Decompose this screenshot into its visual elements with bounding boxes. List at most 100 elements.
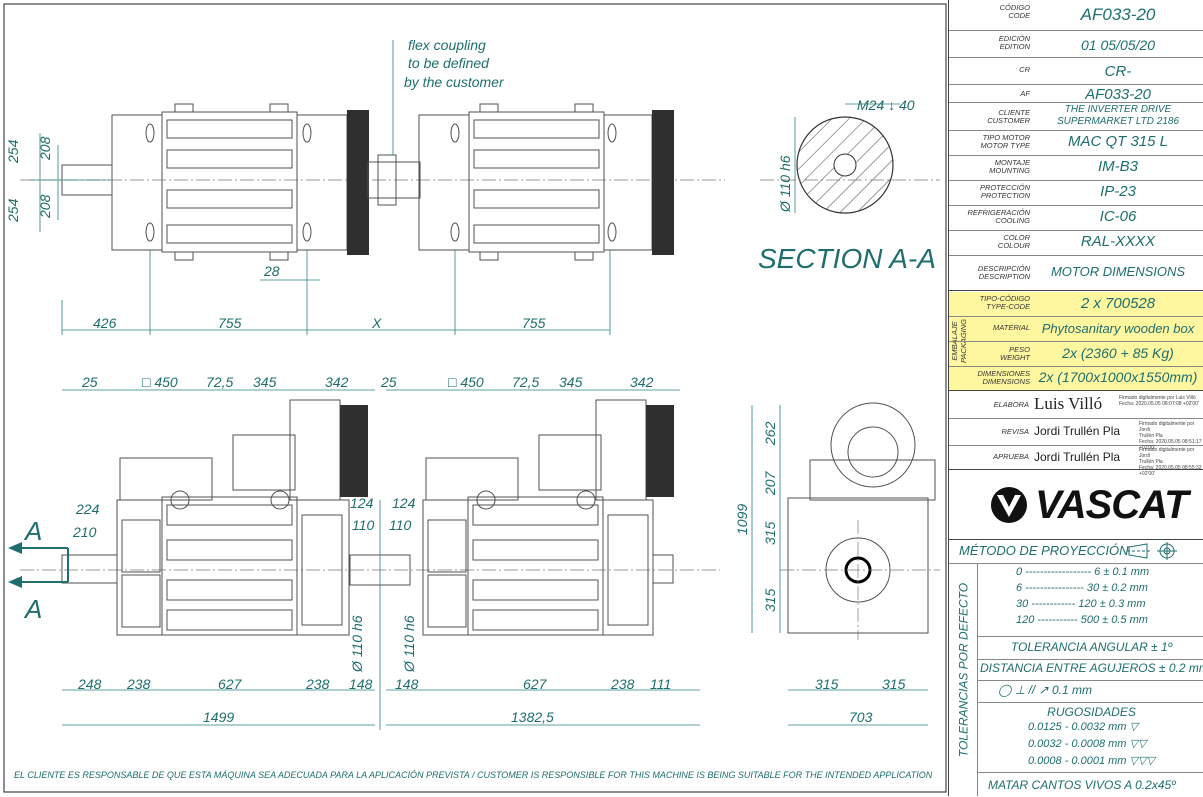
matar-row: MATAR CANTOS VIVOS A 0.2x45º	[978, 772, 1203, 797]
logo-block: VASCAT	[949, 471, 1203, 540]
rug-line-3: 0.0008 - 0.0001 mm ▽▽▽	[1028, 755, 1155, 767]
section-a-a-view	[760, 103, 940, 214]
front-view-motor-right	[386, 389, 700, 726]
af-label: AF	[1020, 89, 1030, 98]
af-value: AF033-20	[1085, 86, 1151, 103]
montaje-value: IM-B3	[1097, 158, 1138, 175]
row-material: MATERIAL Phytosanitary wooden box	[949, 316, 1203, 342]
revisa-label: REVISA	[1001, 427, 1029, 436]
dim-208-a: 208	[37, 136, 53, 161]
dimensiones-value: 2x (1700x1000x1550mm)	[1038, 369, 1198, 385]
dim-side-207: 207	[762, 470, 778, 496]
tol-vertical-label: TOLERANCIAS POR DEFECTO	[956, 582, 971, 758]
tol-angular-row: TOLERANCIA ANGULAR ± 1º	[978, 636, 1203, 660]
dim-bottom-148-b: 148	[395, 676, 419, 692]
projection-row: MÉTODO DE PROYECCIÓN	[949, 539, 1203, 564]
tol-line-3: 30 ------------ 120 ± 0.3 mm	[1016, 598, 1146, 610]
dim-bottom-111: 111	[650, 676, 671, 692]
dim-front-342-b: 342	[630, 374, 654, 390]
tolerance-table: 0 ------------------ 6 ± 0.1 mm 6 ------…	[977, 563, 1203, 796]
tol-line-1: 0 ------------------ 6 ± 0.1 mm	[1016, 566, 1150, 578]
section-shaft-dia: Ø 110 h6	[777, 155, 793, 213]
dim-side-315-b: 315	[762, 588, 778, 612]
tol-holes-row: DISTANCIA ENTRE AGUJEROS ± 0.2 mm	[978, 658, 1203, 681]
tipocod-value: 2 x 700528	[1080, 295, 1156, 312]
tol-line-4: 120 ----------- 500 ± 0.5 mm	[1016, 614, 1148, 626]
dim-front-345-b: 345	[559, 374, 583, 390]
dim-208-b: 208	[37, 194, 53, 219]
tol-line-2: 6 ---------------- 30 ± 0.2 mm	[1016, 582, 1148, 594]
coupling-note-line1: flex coupling	[408, 37, 486, 53]
coupling-note-line3: by the customer	[404, 74, 505, 90]
top-view-motor-left	[20, 103, 725, 261]
dim-bottom-238-b: 238	[305, 676, 330, 692]
refrig-value: IC-06	[1099, 208, 1137, 225]
dim-front-shaft-b: Ø 110 h6	[401, 615, 417, 673]
dim-front-25-a: 25	[81, 374, 98, 390]
dim-bottom-148-a: 148	[349, 676, 373, 692]
dim-426: 426	[93, 315, 117, 331]
matar-cantos: MATAR CANTOS VIVOS A 0.2x45º	[988, 778, 1176, 792]
section-letter-top: A	[23, 516, 42, 546]
dim-side-703: 703	[849, 709, 873, 725]
dim-254-a: 254	[5, 139, 21, 164]
dim-side-262: 262	[762, 421, 778, 446]
cr-value: CR-	[1104, 63, 1132, 80]
edicion-value: 01 05/05/20	[1081, 37, 1155, 53]
dim-front-25-b: 25	[380, 374, 397, 390]
cr-label: CR	[1019, 65, 1030, 74]
section-arrows	[8, 542, 69, 588]
rug-line-2: 0.0032 - 0.0008 mm ▽▽	[1028, 738, 1147, 750]
proteccion-value: IP-23	[1100, 183, 1136, 200]
dim-front-342-a: 342	[325, 374, 349, 390]
tol-geom-row: ◯ ⊥ // ↗ 0.1 mm	[978, 680, 1203, 703]
section-thread: M24 ↓ 40	[857, 97, 915, 113]
dim-front-124-b: 124	[392, 495, 416, 511]
dim-front-345-a: 345	[253, 374, 277, 390]
revisa-name: Jordi Trullén Pla	[1034, 424, 1121, 438]
dim-side-bottom-315-a: 315	[815, 676, 839, 692]
top-view-dim-lines	[30, 133, 611, 335]
codigo-value: AF033-20	[1080, 5, 1156, 24]
dim-front-110-a: 110	[352, 517, 375, 533]
dim-x: X	[371, 315, 382, 331]
dim-28: 28	[263, 263, 280, 279]
top-view-motor-right	[418, 103, 674, 261]
material-value: Phytosanitary wooden box	[1041, 321, 1195, 336]
dim-bottom-238-c: 238	[610, 676, 635, 692]
dim-755-b: 755	[522, 315, 546, 331]
color-value: RAL-XXXX	[1080, 233, 1156, 250]
dim-side-bottom-315-b: 315	[882, 676, 906, 692]
dim-755-a: 755	[218, 315, 242, 331]
dim-254-b: 254	[5, 198, 21, 223]
dim-front-shaft-a: Ø 110 h6	[349, 615, 365, 673]
dim-front-124-a: 124	[350, 495, 374, 511]
row-elabora: ELABORA Luis Villó Firmado digitalmente …	[949, 391, 1203, 419]
drawing-border	[3, 3, 947, 793]
fan-grille-left	[347, 110, 369, 255]
section-letter-bottom: A	[23, 594, 42, 624]
metodo-label: MÉTODO DE PROYECCIÓN	[959, 543, 1129, 558]
dim-bottom-627-b: 627	[523, 676, 548, 692]
dim-bottom-238-a: 238	[126, 676, 151, 692]
